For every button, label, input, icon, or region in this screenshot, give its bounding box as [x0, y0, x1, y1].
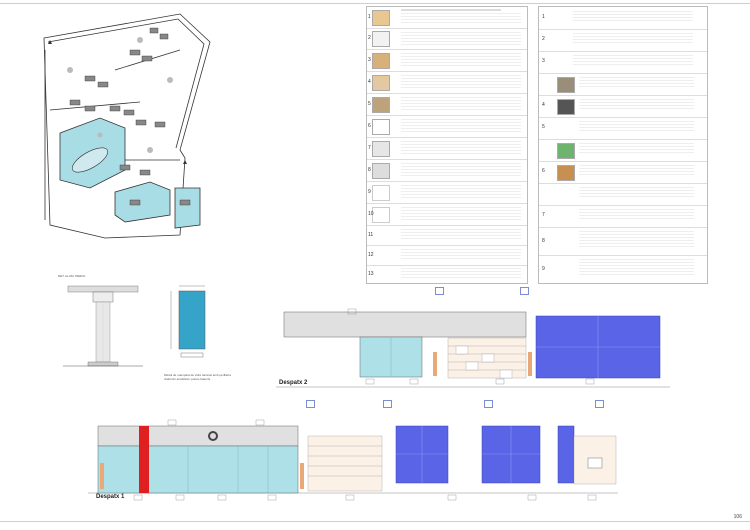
legend-row [539, 161, 707, 184]
material-swatch [372, 207, 390, 223]
glass-module-elevation [170, 285, 206, 358]
legend-row [539, 117, 707, 140]
section-marker [435, 287, 444, 295]
legend-row [367, 115, 527, 138]
legend-row [367, 225, 527, 246]
legend-row [539, 29, 707, 52]
material-swatch [372, 53, 390, 69]
material-swatch [372, 119, 390, 135]
material-swatch [372, 31, 390, 47]
legend-table-left [366, 6, 528, 284]
material-swatch [372, 141, 390, 157]
legend-numbers-left: 1 2 3 4 5 6 7 8 9 10 11 12 13 [368, 14, 374, 277]
page-number: 106 [733, 514, 742, 520]
legend-row [539, 73, 707, 96]
legend-row [539, 183, 707, 206]
section-marker [595, 400, 604, 408]
legend-row [539, 255, 707, 283]
material-swatch [557, 99, 575, 115]
section-marker [383, 400, 392, 408]
legend-row [367, 181, 527, 204]
legend-row [367, 49, 527, 72]
legend-row [367, 7, 527, 29]
elevation-despatx-1 [88, 419, 618, 501]
legend-row [539, 95, 707, 118]
material-swatch [372, 163, 390, 179]
material-swatch [372, 185, 390, 201]
despatx-2-label: Despatx 2 [279, 380, 308, 386]
elevation-despatx-2 [276, 308, 670, 388]
legend-row [367, 265, 527, 283]
legend-numbers-right: 1 2 3 4 5 6 7 8 9 [542, 14, 545, 272]
material-swatch [372, 10, 390, 26]
legend-row [367, 71, 527, 94]
legend-row [539, 7, 707, 30]
legend-row [539, 51, 707, 74]
legend-row [367, 203, 527, 226]
material-swatch [557, 165, 575, 181]
material-swatch [372, 97, 390, 113]
section-marker [520, 287, 529, 295]
material-swatch [557, 143, 575, 159]
material-swatch [557, 77, 575, 93]
section-marker [306, 400, 315, 408]
legend-row [367, 137, 527, 160]
legend-row [367, 159, 527, 182]
bottom-rule [0, 521, 750, 522]
despatx-1-label: Despatx 1 [96, 494, 125, 500]
section-marker [484, 400, 493, 408]
top-rule [0, 3, 750, 4]
material-swatch [372, 75, 390, 91]
legend-row [539, 139, 707, 162]
floor-plan [43, 13, 211, 239]
detail-drawing: DET. ALUM. PERFIL [58, 274, 148, 383]
detail-section [63, 285, 143, 367]
legend-row [539, 205, 707, 228]
legend-row [367, 245, 527, 266]
legend-row [367, 93, 527, 116]
legend-table-right [538, 6, 708, 284]
legend-row [367, 28, 527, 50]
detail-note: Mòdul de mampara de vidre laminat amb pe… [164, 373, 231, 381]
detail-caption: DET. ALUM. PERFIL [58, 274, 86, 278]
legend-row [539, 227, 707, 256]
